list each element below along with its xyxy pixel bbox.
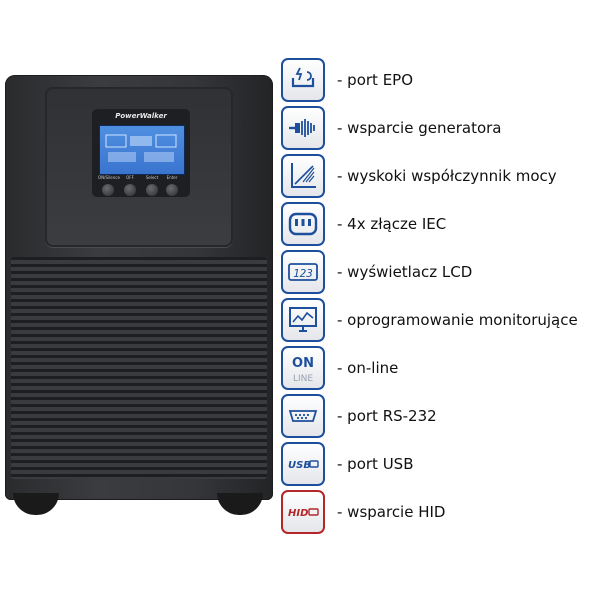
usb-port-icon: USB bbox=[281, 442, 325, 486]
lcd-display-icon: 123 bbox=[281, 250, 325, 294]
ups-on-button bbox=[102, 184, 114, 196]
feature-generator: - wsparcie generatora bbox=[281, 106, 600, 152]
online-icon: ON LINE bbox=[281, 346, 325, 390]
lcd-icon-text: 123 bbox=[293, 267, 313, 280]
feature-power-factor: - wyskoki współczynnik mocy bbox=[281, 154, 600, 200]
feature-label: - wyświetlacz LCD bbox=[337, 263, 473, 281]
ups-foot-right bbox=[217, 493, 263, 515]
ups-button-row: ON/Silence OFF Select Enter bbox=[98, 175, 184, 196]
online-icon-bottom: LINE bbox=[293, 374, 313, 384]
ups-foot-left bbox=[13, 493, 59, 515]
feature-label: - wsparcie generatora bbox=[337, 119, 502, 137]
feature-monitoring: - oprogramowanie monitorujące bbox=[281, 298, 600, 344]
monitoring-software-icon bbox=[281, 298, 325, 342]
feature-label: - wyskoki współczynnik mocy bbox=[337, 167, 557, 185]
feature-online: ON LINE - on-line bbox=[281, 346, 600, 392]
ups-device-image: PowerWalker ON/Silence OFF Select Enter bbox=[5, 75, 273, 520]
feature-label: - port USB bbox=[337, 455, 414, 473]
ups-button-label: ON/Silence bbox=[98, 175, 120, 180]
feature-usb: USB - port USB bbox=[281, 442, 600, 488]
feature-epo: - port EPO bbox=[281, 58, 600, 104]
feature-hid: HID - wsparcie HID bbox=[281, 490, 600, 536]
feature-label: - wsparcie HID bbox=[337, 503, 446, 521]
ups-button-label: Enter bbox=[166, 175, 178, 180]
online-icon-top: ON bbox=[292, 356, 314, 371]
iec-connector-icon bbox=[281, 202, 325, 246]
feature-label: - port RS-232 bbox=[337, 407, 437, 425]
feature-label: - 4x złącze IEC bbox=[337, 215, 447, 233]
ups-enter-button bbox=[166, 184, 178, 196]
usb-icon-text: USB bbox=[288, 460, 311, 471]
hid-support-icon: HID bbox=[281, 490, 325, 534]
feature-label: - on-line bbox=[337, 359, 399, 377]
ups-button-label: OFF bbox=[126, 175, 134, 180]
feature-label: - port EPO bbox=[337, 71, 414, 89]
epo-icon bbox=[281, 58, 325, 102]
ups-brand-logo: PowerWalker bbox=[115, 112, 167, 120]
ups-select-button bbox=[146, 184, 158, 196]
rs232-port-icon bbox=[281, 394, 325, 438]
ups-control-panel: PowerWalker ON/Silence OFF Select Enter bbox=[92, 109, 190, 197]
ups-off-button bbox=[124, 184, 136, 196]
hid-icon-text: HID bbox=[288, 508, 308, 519]
feature-label: - oprogramowanie monitorujące bbox=[337, 311, 578, 329]
feature-rs232: - port RS-232 bbox=[281, 394, 600, 440]
lcd-segments-icon bbox=[105, 134, 177, 162]
power-factor-icon bbox=[281, 154, 325, 198]
ups-vent-grille bbox=[11, 257, 267, 479]
feature-lcd: 123 - wyświetlacz LCD bbox=[281, 250, 600, 296]
feature-iec: - 4x złącze IEC bbox=[281, 202, 600, 248]
ups-button-label: Select bbox=[145, 175, 159, 180]
generator-icon bbox=[281, 106, 325, 150]
ups-lcd-screen bbox=[99, 125, 185, 175]
